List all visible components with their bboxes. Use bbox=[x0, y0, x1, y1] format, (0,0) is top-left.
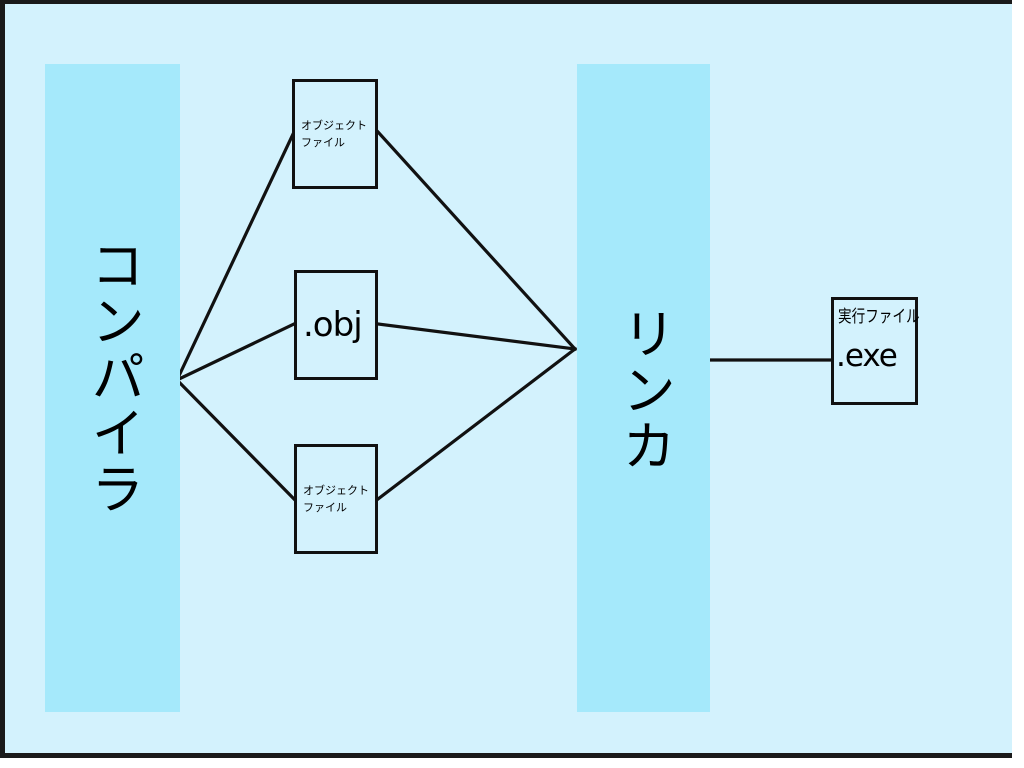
object-file-box-bottom: オブジェクト ファイル bbox=[294, 444, 378, 554]
edge-compiler-to-object-top bbox=[174, 129, 297, 383]
edge-compiler-to-object-bottom bbox=[174, 377, 297, 502]
edge-object-top-to-linker bbox=[375, 129, 578, 352]
executable-file-caption: 実行ファイル bbox=[838, 307, 920, 327]
executable-file-box: 実行ファイル .exe bbox=[831, 297, 920, 405]
edge-object-mid-to-linker bbox=[376, 322, 577, 351]
object-file-middle-label: .obj bbox=[303, 305, 363, 345]
stage-compiler-label: コンパイラ bbox=[81, 237, 145, 517]
object-file-bottom-line2: ファイル bbox=[303, 501, 347, 514]
stage-linker-label: リンカ bbox=[612, 306, 676, 474]
object-file-box-top: オブジェクト ファイル bbox=[292, 79, 378, 189]
edge-object-bottom-to-linker bbox=[375, 346, 578, 502]
edge-compiler-to-object-mid bbox=[174, 321, 297, 383]
stage-linker: リンカ bbox=[577, 64, 710, 712]
object-file-bottom-line1: オブジェクト bbox=[303, 483, 369, 497]
diagram-canvas: コンパイラ リンカ オブジェクト ファイル .obj オブジェクト ファイル 実… bbox=[0, 0, 1012, 758]
executable-file-name: .exe bbox=[836, 337, 898, 374]
object-file-box-middle: .obj bbox=[294, 270, 378, 380]
object-file-top-line1: オブジェクト bbox=[301, 118, 367, 132]
stage-compiler: コンパイラ bbox=[45, 64, 180, 712]
object-file-top-line2: ファイル bbox=[301, 136, 345, 149]
